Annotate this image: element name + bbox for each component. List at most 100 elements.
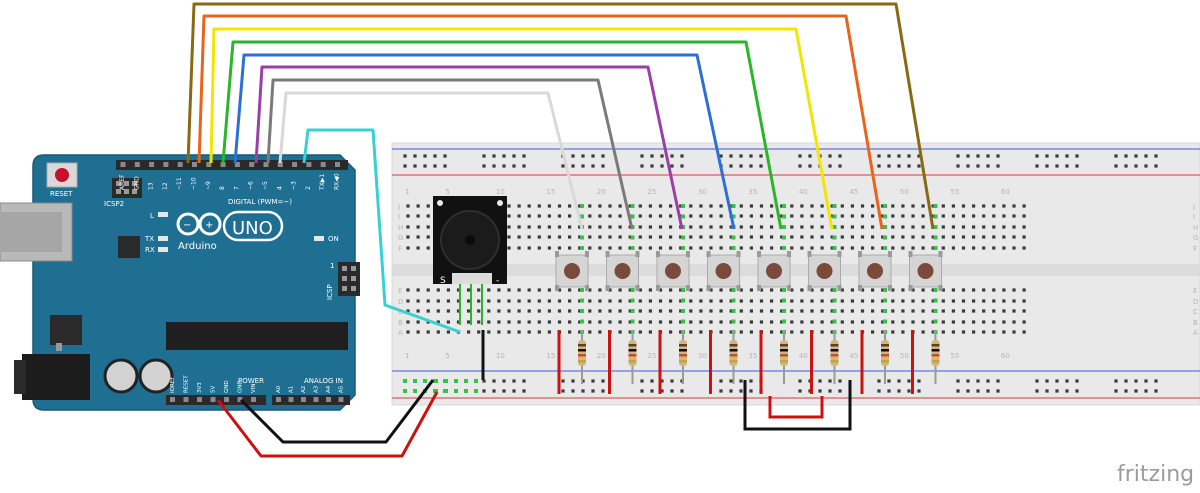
- breadboard-hole: [467, 320, 471, 324]
- breadboard-hole: [709, 288, 713, 292]
- breadboard-hole: [658, 288, 663, 292]
- breadboard-hole: [638, 225, 642, 229]
- breadboard-hole: [699, 299, 703, 303]
- breadboard-hole: [749, 288, 753, 292]
- push-button-2[interactable]: [605, 251, 640, 291]
- breadboard-hole: [881, 299, 885, 303]
- rail-hole: [640, 389, 644, 393]
- rail-hole: [818, 389, 822, 393]
- breadboard-hole: [658, 309, 663, 313]
- push-button-1[interactable]: [555, 251, 589, 291]
- rail-hole: [1075, 164, 1079, 168]
- push-button-3[interactable]: [656, 251, 690, 291]
- breadboard-hole: [992, 309, 996, 313]
- breadboard-hole: [658, 214, 663, 218]
- breadboard-hole: [901, 330, 905, 334]
- breadboard-hole: [497, 330, 501, 334]
- breadboard-hole: [850, 214, 854, 218]
- rail-hole: [1154, 154, 1158, 158]
- rail-hole: [917, 164, 921, 168]
- breadboard-hole: [860, 225, 865, 229]
- breadboard-hole: [759, 235, 764, 239]
- breadboard-hole: [416, 330, 420, 334]
- breadboard-hole: [497, 309, 501, 313]
- column-number: 35: [748, 352, 757, 360]
- breadboard-hole: [598, 288, 602, 292]
- breadboard-hole: [901, 235, 905, 239]
- rail-hole: [1035, 379, 1039, 383]
- breadboard-hole: [699, 288, 703, 292]
- breadboard-hole: [992, 288, 996, 292]
- digital-pin-label: 4: [276, 186, 283, 190]
- push-button-8[interactable]: [908, 251, 943, 291]
- breadboard-hole: [578, 309, 582, 313]
- breadboard-hole: [881, 288, 885, 292]
- breadboard-hole: [749, 246, 753, 250]
- push-button-4[interactable]: [706, 251, 741, 291]
- breadboard-hole: [699, 204, 703, 208]
- rail-hole: [403, 164, 407, 168]
- rail-hole: [739, 164, 743, 168]
- rail-hole: [907, 389, 911, 393]
- rail-hole: [976, 379, 980, 383]
- connected-hole: [883, 298, 887, 303]
- breadboard-hole: [961, 225, 966, 229]
- rail-hole: [956, 389, 960, 393]
- breadboard-hole: [628, 235, 632, 239]
- breadboard-hole: [507, 246, 511, 250]
- breadboard-hole: [669, 309, 673, 313]
- rail-hole: [729, 379, 733, 383]
- push-button-5[interactable]: [757, 251, 791, 291]
- breadboard-hole: [881, 235, 885, 239]
- breadboard-hole: [588, 214, 592, 218]
- breadboard-hole: [709, 204, 713, 208]
- breadboard-hole: [891, 320, 895, 324]
- breadboard-hole: [840, 299, 844, 303]
- bottom-pin-label: A5: [339, 385, 345, 393]
- breadboard-hole: [487, 288, 491, 292]
- breadboard-hole: [669, 320, 673, 324]
- push-button-7[interactable]: [858, 251, 892, 291]
- rail-hole: [571, 164, 575, 168]
- breadboard-hole: [517, 214, 521, 218]
- breadboard-hole: [578, 235, 582, 239]
- rail-hole: [502, 164, 506, 168]
- breadboard-hole: [790, 330, 794, 334]
- breadboard-hole: [588, 204, 592, 208]
- rail-hole: [996, 164, 1000, 168]
- breadboard-hole: [800, 330, 804, 334]
- rail-hole: [907, 154, 911, 158]
- breadboard-hole: [1002, 288, 1006, 292]
- power-label: POWER: [238, 377, 264, 385]
- breadboard-hole: [638, 309, 642, 313]
- reset-button[interactable]: [46, 162, 78, 188]
- breadboard-hole: [881, 320, 885, 324]
- breadboard-hole: [568, 320, 572, 324]
- breadboard-hole: [790, 246, 794, 250]
- buzzer-pin-minus: -: [496, 276, 499, 286]
- breadboard-hole: [951, 330, 955, 334]
- breadboard-hole: [931, 288, 935, 292]
- connected-hole: [474, 389, 478, 393]
- connected-hole: [681, 246, 685, 250]
- column-number: 25: [647, 188, 656, 196]
- usb-chip: [118, 236, 140, 258]
- breadboard-hole: [820, 235, 824, 239]
- connected-hole: [782, 309, 786, 313]
- push-button-6[interactable]: [807, 251, 842, 291]
- breadboard-hole: [568, 225, 572, 229]
- rail-hole: [591, 164, 595, 168]
- breadboard-hole: [749, 309, 753, 313]
- connected-hole: [883, 309, 887, 313]
- rail-hole: [423, 164, 427, 168]
- breadboard-hole: [547, 330, 551, 334]
- breadboard-hole: [951, 299, 955, 303]
- breadboard-hole: [608, 288, 612, 292]
- breadboard-hole: [780, 204, 784, 208]
- breadboard-hole: [871, 309, 875, 313]
- breadboard-hole: [608, 299, 612, 303]
- rail-hole: [640, 379, 644, 383]
- connected-hole: [630, 246, 635, 250]
- rail-hole: [680, 389, 684, 393]
